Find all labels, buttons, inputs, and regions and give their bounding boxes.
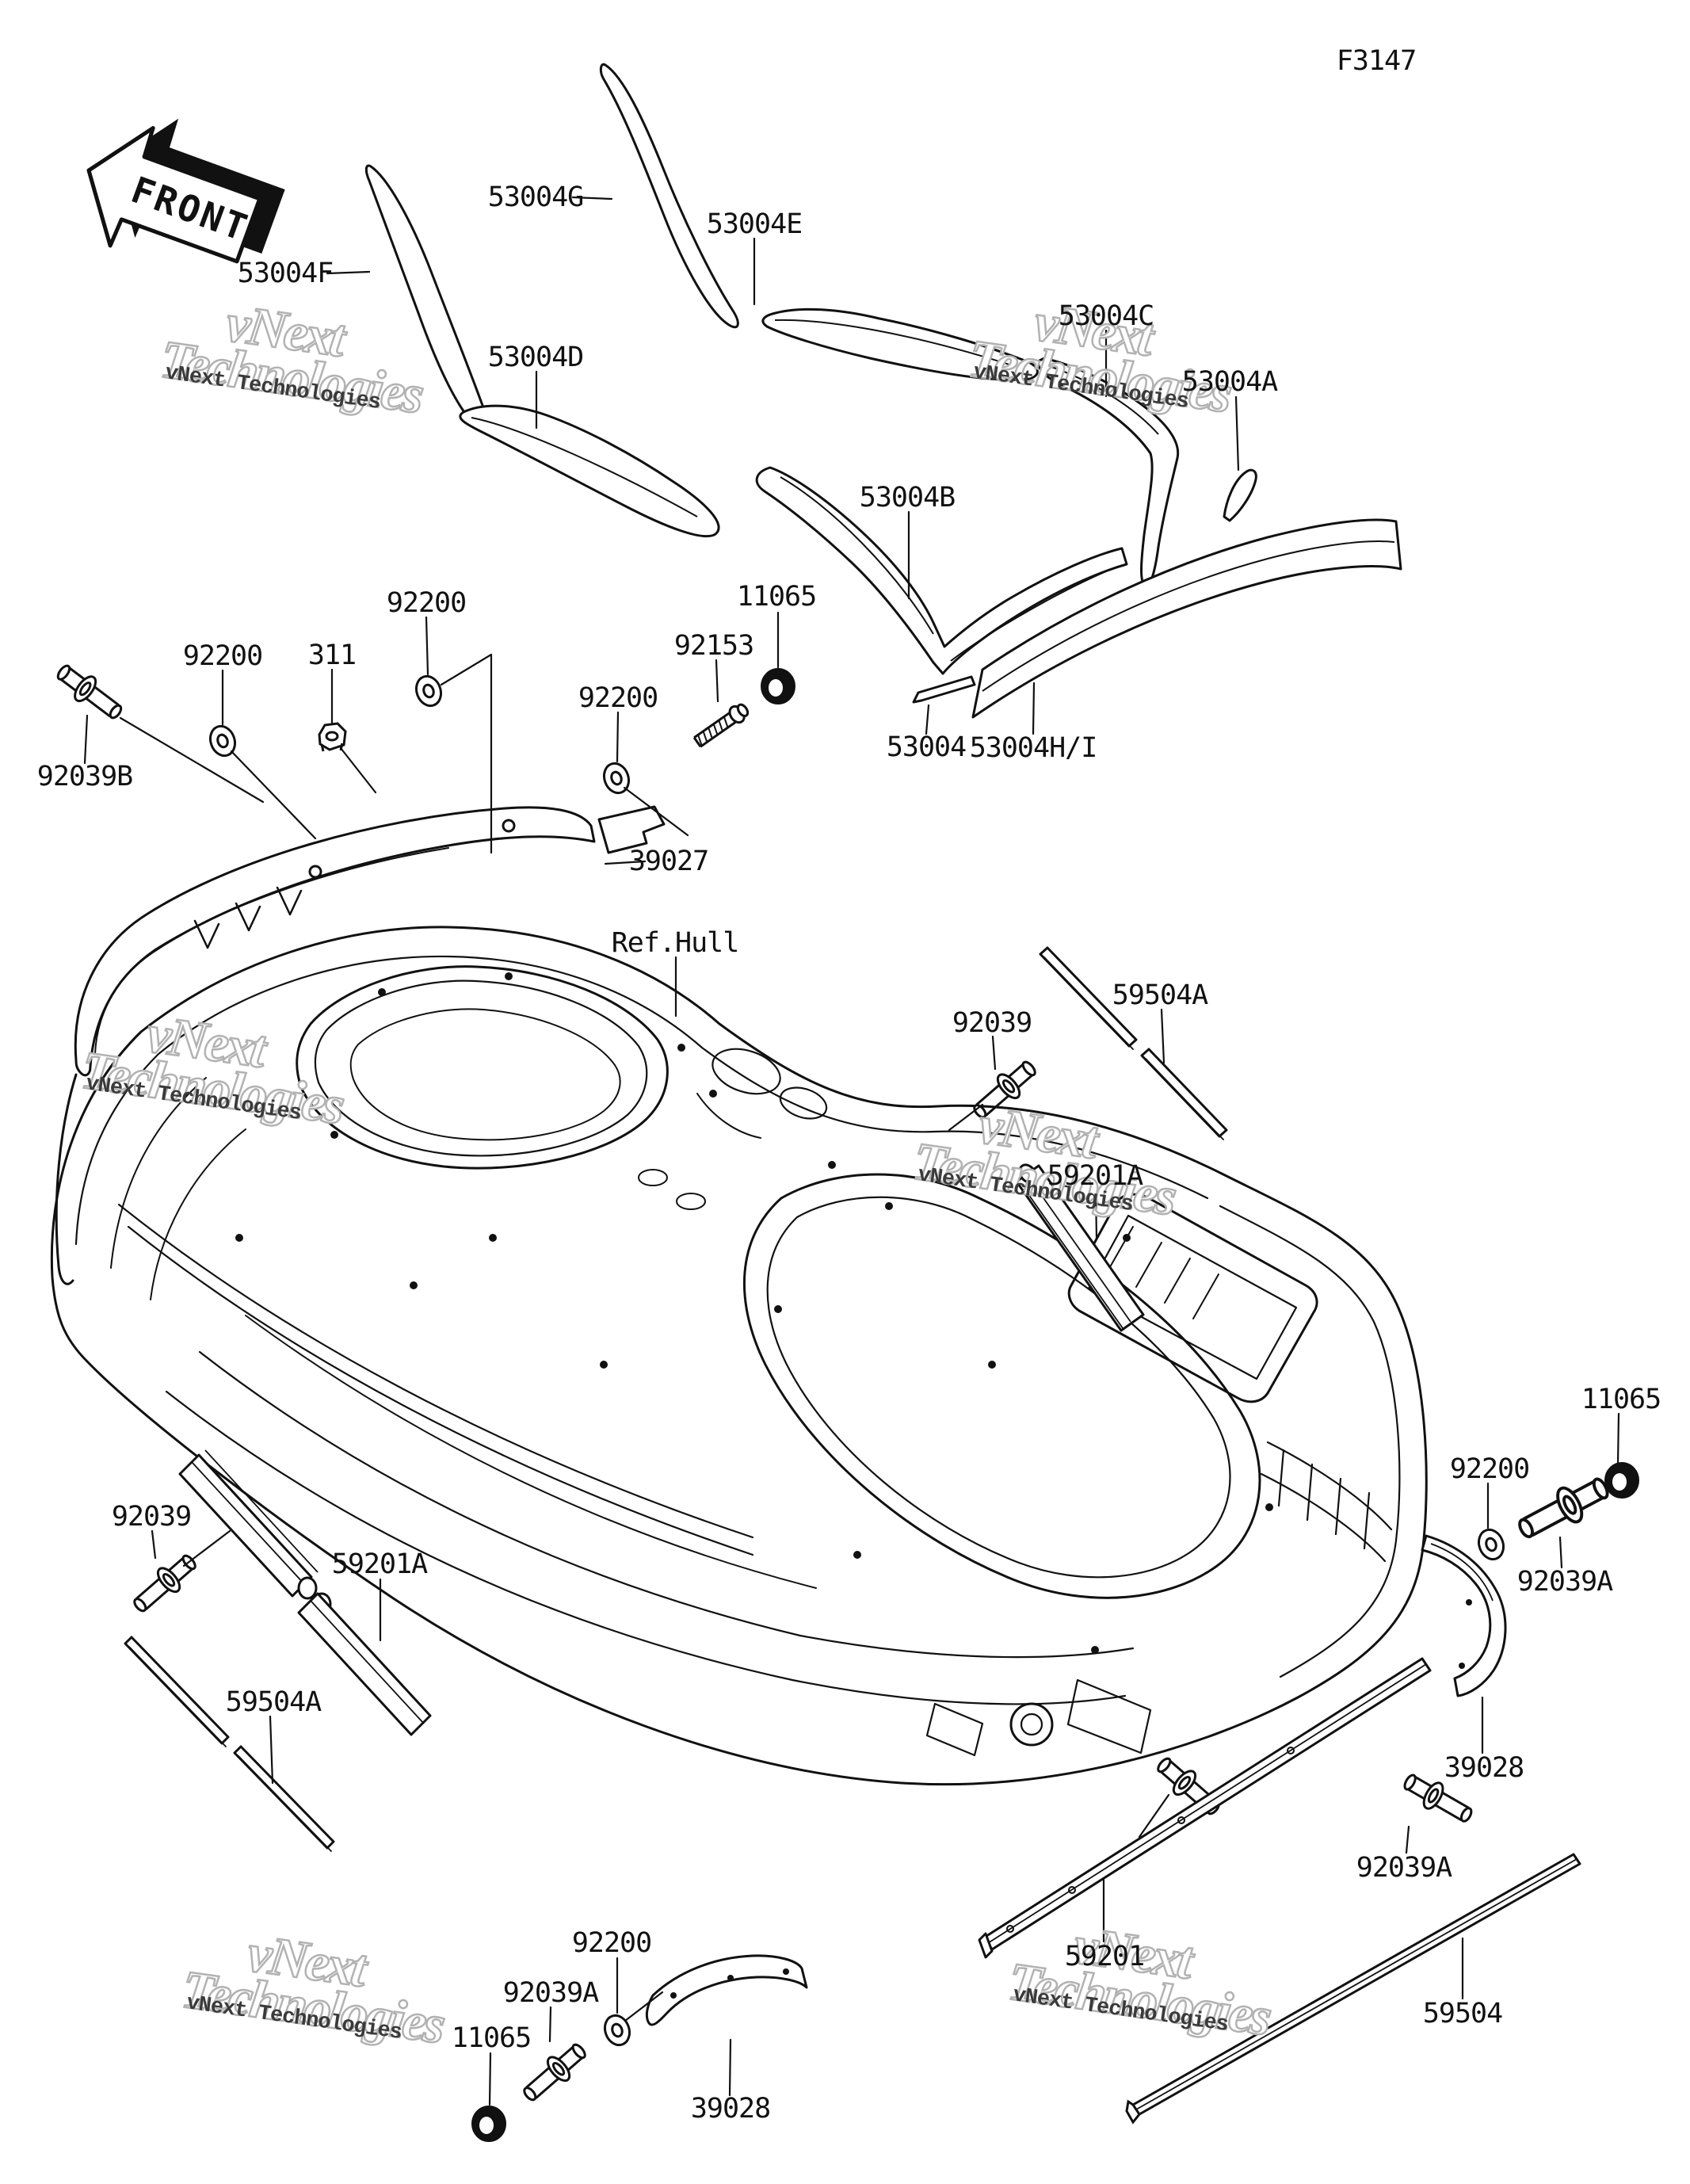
part-label-311: 311 (307, 640, 357, 671)
bumper-39028-right (1421, 1534, 1507, 1697)
part-label-39027: 39027 (628, 846, 709, 877)
part-label-92039a-bottom: 92039A (1356, 1852, 1452, 1884)
grommet-11065-right (1604, 1462, 1639, 1499)
grommet-11065-top (761, 668, 795, 704)
pad-53004g (599, 63, 739, 329)
part-label-53004g: 53004G (487, 181, 584, 213)
bumper-39027 (55, 805, 666, 1285)
part-label-92200-right: 92200 (1449, 1453, 1530, 1485)
part-label-92200-top: 92200 (386, 587, 467, 619)
grommet-11065-bottom-left (471, 2106, 506, 2142)
leader-lines (83, 196, 1620, 2106)
pad-53004a (1223, 468, 1257, 522)
front-arrow: FRONT (86, 118, 285, 264)
pad-53004hi (971, 518, 1402, 719)
part-label-59504a-right: 59504A (1112, 979, 1208, 1011)
part-label-11065-bottom-left: 11065 (451, 2022, 532, 2054)
bumper-39028-bottom-left (645, 1954, 808, 2026)
part-label-53004d: 53004D (487, 342, 584, 373)
pad-53004f (364, 164, 489, 432)
part-label-53004a: 53004A (1181, 366, 1278, 398)
part-label-39028-bottom-left: 39028 (690, 2093, 771, 2125)
pad-53004 (912, 675, 976, 704)
sheet-code: F3147 (1336, 45, 1417, 77)
part-label-53004f: 53004F (237, 258, 334, 289)
part-label-92039-right: 92039 (952, 1007, 1032, 1039)
part-label-59504-bottom: 59504 (1422, 1998, 1503, 2029)
pin-92039b (51, 657, 129, 727)
screw-92153 (692, 703, 750, 748)
part-label-ref-hull: Ref.Hull (611, 927, 740, 959)
part-label-53004hi: 53004H/I (969, 732, 1098, 764)
rail-59504a-right (1039, 946, 1228, 1140)
nut-311 (318, 722, 347, 752)
part-label-59504a-left: 59504A (225, 1686, 322, 1718)
part-label-92200-mid: 92200 (578, 682, 658, 714)
rail-59201a-left (178, 1449, 432, 1736)
part-label-53004e: 53004E (706, 208, 803, 240)
rail-59201-bottom (978, 1657, 1432, 1959)
part-label-39028-right: 39028 (1444, 1752, 1524, 1784)
pad-53004d (459, 404, 720, 538)
rail-59504-bottom (1125, 1853, 1581, 2125)
rail-59201a-right (1015, 1163, 1145, 1332)
part-label-53004: 53004 (886, 731, 967, 763)
part-label-11065-top: 11065 (736, 581, 817, 613)
part-label-92039a-bottom-left: 92039A (502, 1977, 599, 2009)
part-label-92039b: 92039B (36, 761, 133, 792)
part-label-59201-bottom: 59201 (1064, 1941, 1145, 1972)
part-label-92039a-right: 92039A (1516, 1566, 1613, 1598)
pin-92039-right (966, 1054, 1043, 1126)
part-label-59201a-left: 59201A (331, 1548, 428, 1580)
part-label-11065-right: 11065 (1581, 1384, 1661, 1415)
rail-59504a-left (124, 1636, 335, 1852)
part-label-92200-left: 92200 (182, 640, 263, 672)
part-label-53004b: 53004B (859, 482, 956, 514)
hull (50, 926, 1428, 1786)
pad-53004b (755, 466, 1128, 675)
part-label-92039-left: 92039 (111, 1501, 192, 1533)
part-label-92200-bottom-left: 92200 (571, 1927, 652, 1959)
pin-92039-left (126, 1548, 203, 1620)
pad-53004e (761, 307, 1039, 381)
part-label-92153: 92153 (673, 630, 754, 662)
part-label-59201a-right: 59201A (1047, 1160, 1143, 1192)
part-label-53004c: 53004C (1058, 300, 1154, 332)
